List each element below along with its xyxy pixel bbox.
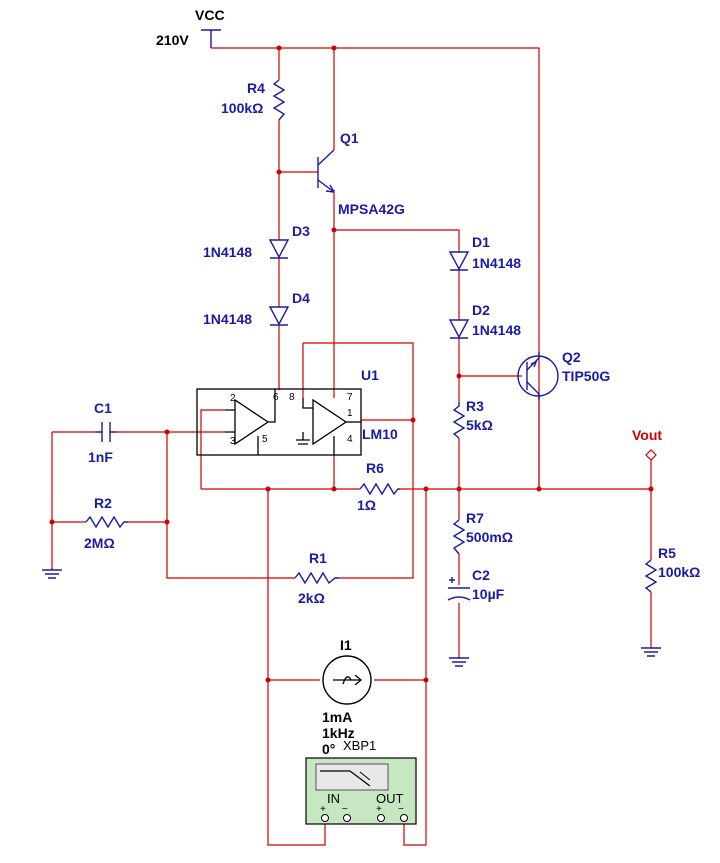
u1-part: LM10: [362, 426, 398, 442]
d1-ref: D1: [472, 234, 490, 250]
i1-phase: 0°: [322, 741, 335, 757]
r1-value: 2kΩ: [298, 590, 325, 606]
current-source-i1[interactable]: I1 1mA 1kHz 0°: [322, 637, 372, 757]
xbp1-ref: XBP1: [343, 738, 376, 753]
vcc-value: 210V: [156, 32, 189, 48]
diode-d4[interactable]: D4 1N4148: [203, 290, 310, 327]
resistor-r6[interactable]: R6 1Ω: [357, 460, 400, 513]
xbp1-out-minus-terminal[interactable]: [400, 814, 408, 822]
r3-ref: R3: [466, 398, 484, 414]
d4-ref: D4: [292, 290, 310, 306]
transistor-q2[interactable]: Q2 TIP50G: [517, 349, 610, 400]
r5-ref: R5: [658, 545, 676, 561]
q2-part: TIP50G: [562, 368, 610, 384]
xbp1-in-plus: +: [320, 804, 326, 815]
d1-part: 1N4148: [472, 255, 521, 271]
diode-d3[interactable]: D3 1N4148: [203, 223, 310, 260]
r6-value: 1Ω: [357, 497, 376, 513]
resistor-r2[interactable]: R2 2MΩ: [84, 495, 128, 551]
transistor-q1[interactable]: Q1 MPSA42G: [317, 130, 405, 217]
resistor-r3[interactable]: R3 5kΩ: [452, 398, 493, 439]
r5-value: 100kΩ: [658, 564, 700, 580]
q1-ref: Q1: [340, 130, 359, 146]
resistor-r7[interactable]: R7 500mΩ: [452, 510, 513, 555]
r2-ref: R2: [94, 495, 112, 511]
d2-part: 1N4148: [472, 322, 521, 338]
u1-pin-2: 2: [230, 393, 236, 404]
vcc-name: VCC: [195, 7, 225, 23]
opamp-u1[interactable]: 2 3 5 6 8 7 1 4 U1 LM10: [196, 367, 398, 456]
u1-pin-7: 7: [347, 392, 353, 403]
i1-ref: I1: [340, 637, 352, 653]
r4-ref: R4: [247, 80, 265, 96]
u1-pin-8: 8: [289, 392, 295, 403]
capacitor-c1[interactable]: C1 1nF: [88, 400, 117, 465]
i1-amplitude: 1mA: [322, 709, 352, 725]
u1-pin-4: 4: [347, 434, 353, 445]
xbp1-out-plus-terminal[interactable]: [377, 814, 385, 822]
d3-ref: D3: [292, 223, 310, 239]
c1-ref: C1: [94, 400, 112, 416]
r2-value: 2MΩ: [84, 535, 115, 551]
vcc-source[interactable]: VCC 210V: [156, 7, 225, 48]
u1-pin-3: 3: [230, 436, 236, 447]
r6-ref: R6: [366, 460, 384, 476]
xbp1-in-plus-terminal[interactable]: [321, 814, 329, 822]
ground-symbol: [42, 568, 62, 579]
junction-dots: [49, 45, 654, 683]
xbp1-in-label: IN: [327, 791, 340, 806]
c2-value: 10µF: [472, 586, 505, 602]
xbp1-in-minus-terminal[interactable]: [343, 814, 351, 822]
diode-d2[interactable]: D2 1N4148: [448, 302, 521, 339]
resistor-r1[interactable]: R1 2kΩ: [294, 550, 339, 606]
q1-part: MPSA42G: [338, 201, 405, 217]
i1-frequency: 1kHz: [322, 725, 355, 741]
c1-value: 1nF: [88, 449, 113, 465]
xbp1-in-minus: −: [342, 804, 348, 815]
u1-pin-6: 6: [273, 392, 279, 403]
d4-part: 1N4148: [203, 311, 252, 327]
xbp1-out-minus: −: [398, 804, 404, 815]
resistor-r4[interactable]: R4 100kΩ: [221, 79, 286, 121]
xbp1-out-plus: +: [376, 804, 382, 815]
xbp1-out-label: OUT: [376, 791, 404, 806]
d3-part: 1N4148: [203, 244, 252, 260]
u1-ref: U1: [361, 367, 379, 383]
ground-symbol: [449, 657, 469, 667]
u1-pin-5: 5: [262, 434, 268, 445]
vout-probe[interactable]: Vout: [632, 427, 662, 461]
ground-symbol: [641, 647, 661, 657]
bode-plotter-xbp1[interactable]: XBP1 IN OUT + − + −: [305, 738, 417, 825]
q2-ref: Q2: [562, 349, 581, 365]
vout-label: Vout: [632, 427, 662, 443]
r1-ref: R1: [309, 550, 327, 566]
r3-value: 5kΩ: [466, 417, 493, 433]
r7-ref: R7: [466, 510, 484, 526]
diode-d1[interactable]: D1 1N4148: [448, 234, 521, 271]
d2-ref: D2: [472, 302, 490, 318]
u1-pin-1: 1: [347, 408, 353, 419]
resistor-r5[interactable]: R5 100kΩ: [644, 545, 700, 593]
c2-ref: C2: [472, 567, 490, 583]
r4-value: 100kΩ: [221, 100, 263, 116]
r7-value: 500mΩ: [466, 529, 513, 545]
capacitor-c2[interactable]: C2 10µF: [447, 567, 505, 602]
